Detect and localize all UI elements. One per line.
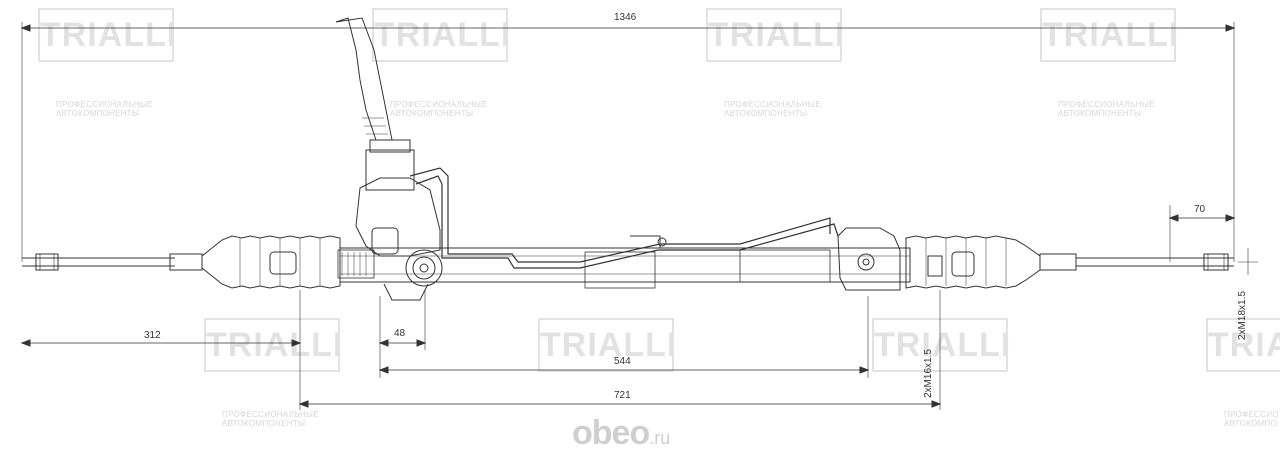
dim-left-extension: 312 xyxy=(144,330,161,341)
dim-mount-span: 544 xyxy=(614,356,631,367)
watermark-logo: TRIALLI xyxy=(706,8,844,62)
dim-outer-thread: 2xM18x1.5 xyxy=(1237,291,1248,340)
dim-right-offset: 70 xyxy=(1194,204,1206,215)
site-logo: obeo.ru xyxy=(572,414,671,452)
watermark-logo: TRIALLI xyxy=(1040,8,1178,62)
watermark-logo: TRIALLI xyxy=(372,8,510,62)
dim-pinion-offset: 48 xyxy=(394,328,406,339)
watermark-logo: TRIALLI xyxy=(38,8,176,62)
dim-center-span: 721 xyxy=(614,390,631,401)
dim-inner-thread: 2xM16x1.5 xyxy=(923,349,934,398)
watermark-logo: TRIALLI xyxy=(1206,318,1280,372)
dim-overall-length: 1346 xyxy=(614,12,637,23)
watermark-logo: TRIALLI xyxy=(538,318,676,372)
watermark-logo: TRIALLI xyxy=(204,318,342,372)
